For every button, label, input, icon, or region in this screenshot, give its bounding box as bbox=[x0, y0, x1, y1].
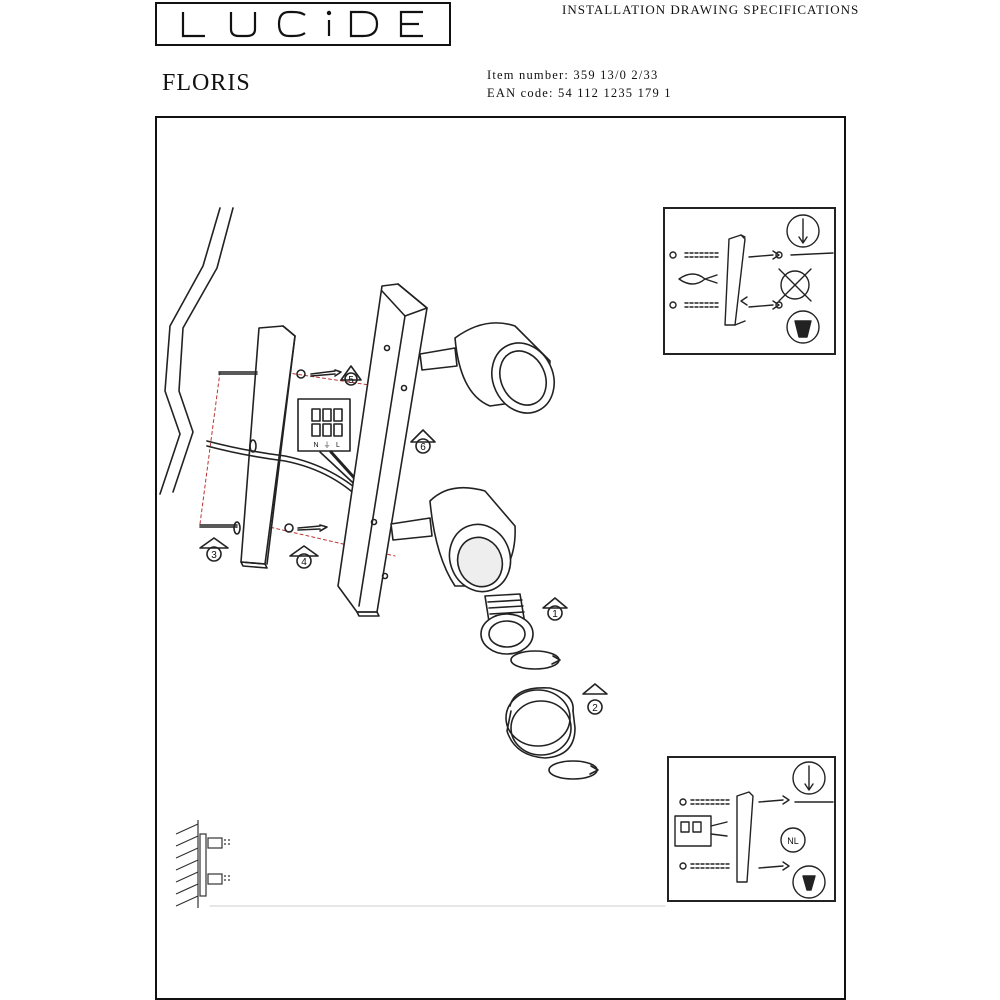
step-number-2: 2 bbox=[592, 703, 598, 714]
polarity-label: NL bbox=[787, 836, 799, 846]
exploded-view-drawing: 5 6 3 4 1 2 N ⏚ L bbox=[159, 207, 666, 907]
inset-wiring-drawing: NL bbox=[674, 761, 834, 899]
product-name: FLORIS bbox=[162, 70, 251, 96]
terminal-label-l: L bbox=[336, 442, 340, 449]
screwdriver-icon bbox=[792, 865, 826, 899]
inset-wall-mounting-drawing bbox=[669, 214, 834, 344]
rotate-arrow-icon-1 bbox=[510, 650, 561, 670]
document-title: INSTALLATION DRAWING SPECIFICATIONS bbox=[562, 2, 860, 17]
step-number-6: 6 bbox=[420, 442, 426, 453]
step-number-4: 4 bbox=[301, 557, 307, 568]
terminal-label-n: N bbox=[313, 442, 318, 449]
ean-code: EAN code: 54 112 1235 179 1 bbox=[487, 86, 672, 100]
step-number-5: 5 bbox=[348, 375, 354, 386]
step-number-3: 3 bbox=[211, 550, 217, 561]
screwdriver-icon bbox=[792, 761, 826, 795]
screws-right bbox=[284, 369, 342, 533]
power-cable bbox=[206, 440, 371, 502]
front-ring bbox=[505, 687, 576, 759]
screws-left bbox=[199, 371, 258, 528]
pliers-icon bbox=[678, 273, 718, 285]
inset-wiring: NL bbox=[667, 756, 836, 902]
wall-mount-detail-drawing bbox=[175, 820, 232, 908]
rotate-arrow-icon-2 bbox=[548, 760, 599, 780]
wall-outline bbox=[159, 207, 221, 495]
item-number: Item number: 359 13/0 2/33 bbox=[487, 68, 659, 82]
polarity-icon bbox=[780, 827, 806, 853]
terminal-label-earth: ⏚ bbox=[324, 441, 331, 449]
lucide-logo-mark bbox=[181, 10, 423, 38]
led-module bbox=[480, 593, 534, 655]
inset-wall-mounting bbox=[663, 207, 836, 355]
no-drill-icon bbox=[780, 270, 810, 300]
step-number-1: 1 bbox=[552, 609, 558, 620]
screwdriver-icon bbox=[786, 214, 820, 248]
fixture-bar bbox=[337, 283, 428, 617]
drawing-frame bbox=[155, 116, 846, 1000]
step-markers bbox=[199, 365, 608, 715]
lucide-logo bbox=[155, 2, 451, 46]
wall-plug-icon bbox=[786, 310, 820, 344]
wall-mount-detail bbox=[170, 816, 240, 912]
mounting-plate bbox=[233, 325, 296, 569]
spotlight-upper bbox=[419, 322, 555, 414]
wall-outline-2 bbox=[172, 207, 234, 493]
spotlight-lower bbox=[390, 486, 516, 593]
